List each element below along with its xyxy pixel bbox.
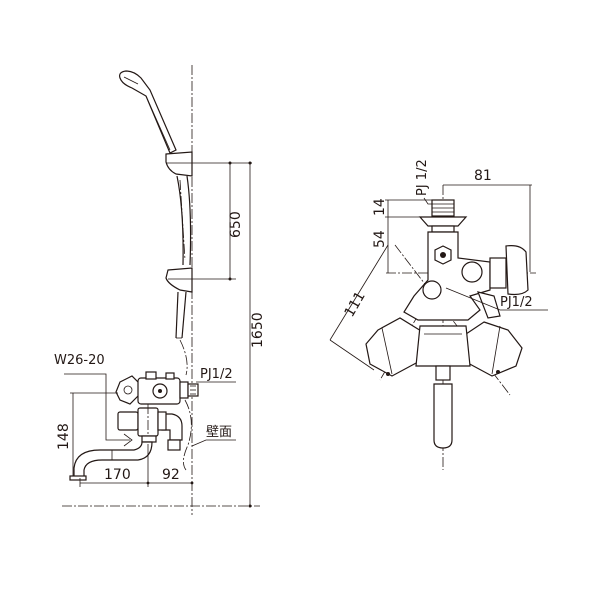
spout-thread-label: W26-20 (54, 353, 105, 368)
center-outlet-icon (415, 325, 471, 449)
shower-hose-icon (175, 291, 192, 471)
dimension-170-92 (79, 444, 194, 487)
top-inlet-leader (423, 197, 432, 205)
side-view: 650 1650 W26-20 PJ1/2 壁面 148 1 (54, 65, 266, 515)
spout-icon (69, 441, 153, 481)
dimension-111 (329, 244, 389, 371)
dimension-650-label: 650 (228, 211, 244, 238)
dimension-650 (192, 161, 252, 281)
front-view: PJ 1/2 81 14 54 111 PJ1/2 (329, 159, 548, 470)
dimension-92-label: 92 (162, 467, 180, 483)
side-outlet-leader (445, 287, 548, 311)
dimension-1650 (248, 161, 252, 508)
wall-surface-leader (191, 439, 236, 447)
faucet-body-icon (115, 371, 199, 451)
slide-bar-icon (176, 175, 192, 266)
leader-arrow-icon (123, 433, 133, 447)
wall-surface-label: 壁面 (206, 425, 232, 440)
front-body-icon (403, 231, 529, 321)
dimension-14-54 (385, 199, 432, 273)
inlet-thread-label: PJ1/2 (200, 367, 233, 382)
dimension-170-label: 170 (104, 467, 131, 483)
dimension-54-label: 54 (372, 230, 388, 248)
dimension-111-label: 111 (342, 289, 369, 320)
dimension-148-label: 148 (56, 423, 72, 450)
spout-thread-leader (64, 373, 130, 441)
dimension-81-label: 81 (474, 168, 492, 184)
dimension-81 (443, 184, 532, 272)
upper-hanger-bracket-icon (165, 151, 193, 177)
left-temperature-handle-icon (365, 317, 427, 377)
top-inlet-fitting-icon (418, 199, 468, 233)
dimension-1650-label: 1650 (250, 312, 266, 348)
top-inlet-thread-label: PJ 1/2 (415, 159, 430, 196)
dimension-14-label: 14 (372, 198, 388, 216)
dimension-148 (70, 392, 118, 476)
shower-head-icon (119, 70, 177, 154)
side-outlet-thread-label: PJ1/2 (500, 295, 533, 310)
lower-hanger-bracket-icon (165, 267, 193, 293)
right-flow-handle-icon (459, 321, 523, 377)
